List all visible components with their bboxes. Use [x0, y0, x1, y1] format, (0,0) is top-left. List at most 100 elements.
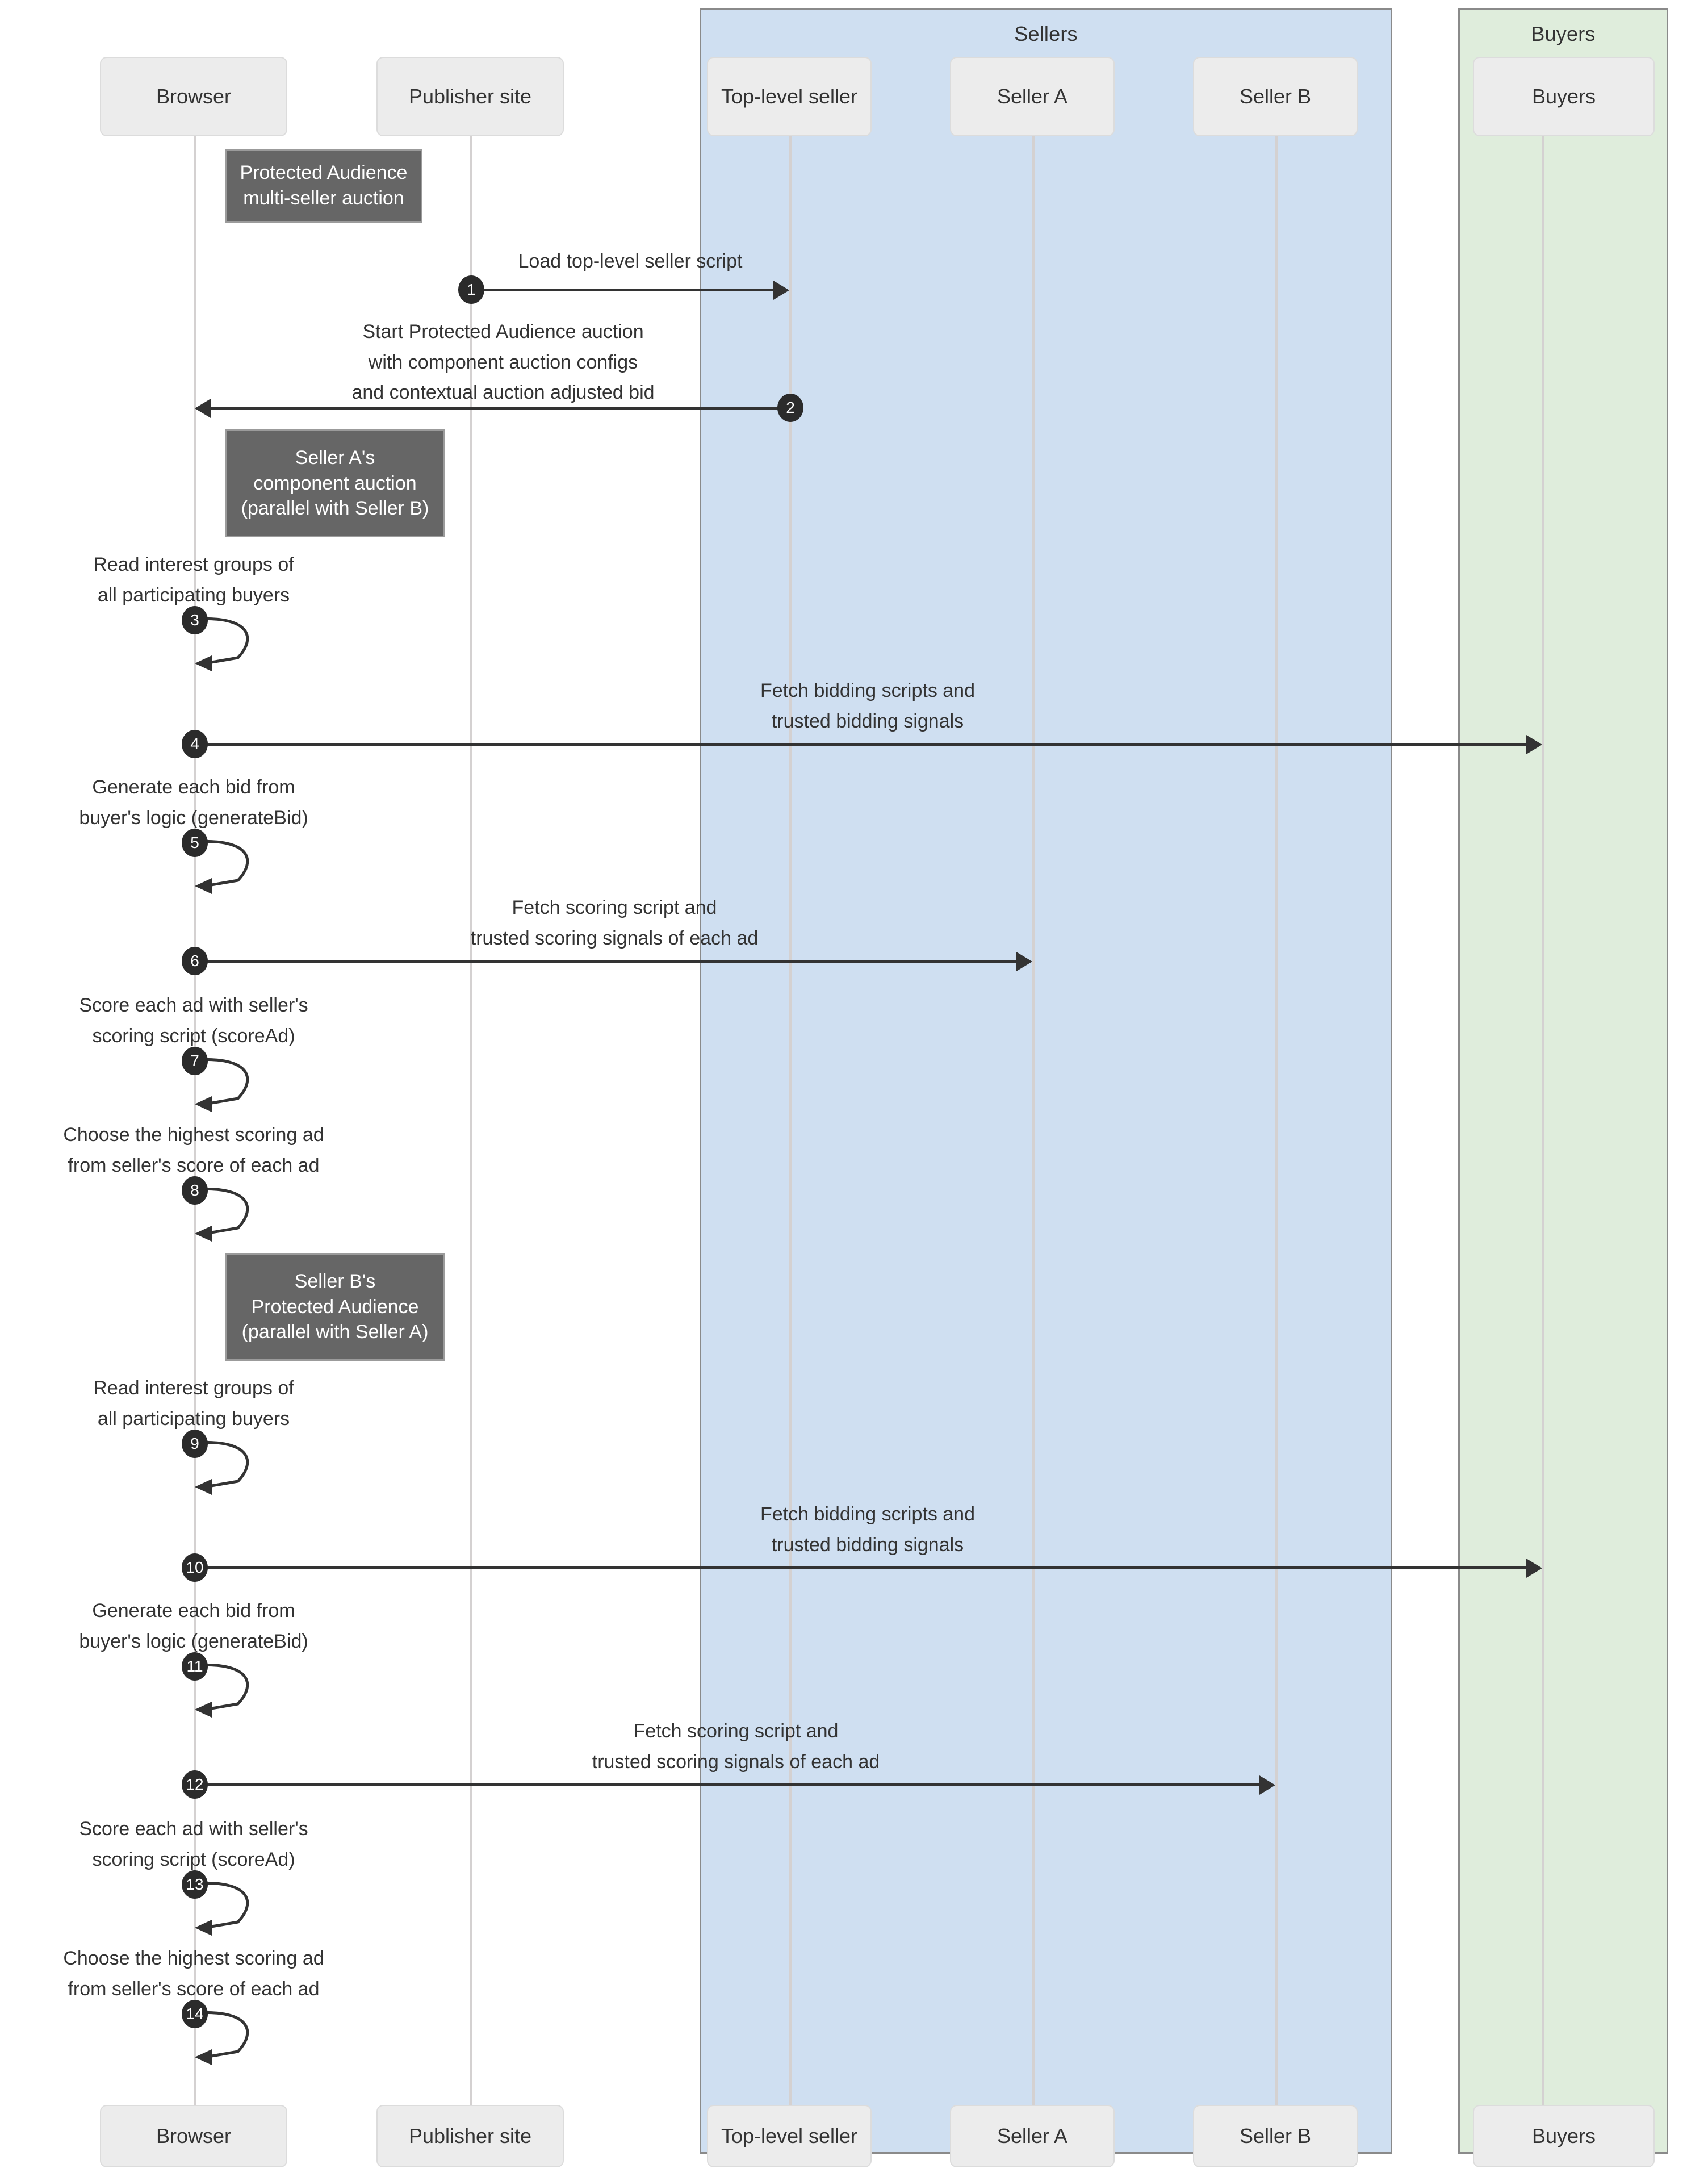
message-3-line-1: Read interest groups of	[93, 554, 294, 575]
group-buyers: Buyers	[1458, 8, 1668, 2154]
message-10-arrow-line	[195, 1566, 1526, 1569]
participant-sellerB-bottom[interactable]: Seller B	[1193, 2105, 1358, 2167]
message-13-label: Score each ad with seller's scoring scri…	[79, 1814, 308, 1875]
message-14-line-1: Choose the highest scoring ad	[63, 1948, 324, 1969]
lifeline-sellerB	[1275, 136, 1278, 2107]
message-11-line-2: buyer's logic (generateBid)	[79, 1630, 308, 1652]
lifeline-sellerA	[1032, 136, 1035, 2107]
message-4-arrow-line	[195, 743, 1526, 746]
message-2-line-2: with component auction configs	[368, 351, 638, 373]
participant-browser-top-label: Browser	[156, 85, 232, 108]
participant-sellerA-bottom-label: Seller A	[997, 2124, 1068, 2148]
message-14-seqnum: 14	[182, 2000, 208, 2028]
participant-toplevel-bottom-label: Top-level seller	[721, 2124, 858, 2148]
message-9-line-1: Read interest groups of	[93, 1377, 294, 1399]
lifeline-buyers	[1542, 136, 1544, 2107]
message-8-line-2: from seller's score of each ad	[68, 1154, 320, 1176]
message-4-line-2: trusted bidding signals	[771, 710, 964, 732]
participant-sellerB-top-label: Seller B	[1239, 85, 1312, 108]
message-6-line-2: trusted scoring signals of each ad	[470, 927, 759, 949]
lifeline-browser	[194, 136, 196, 2107]
note-multiseller-line-1: Protected Audience	[240, 162, 408, 184]
note-sellerB-line-3: (parallel with Seller A)	[241, 1321, 429, 1343]
message-10-seqnum: 10	[182, 1553, 208, 1582]
message-10-line-1: Fetch bidding scripts and	[760, 1503, 975, 1525]
message-12-arrow-head	[1259, 1775, 1275, 1795]
message-7-line-2: scoring script (scoreAd)	[92, 1025, 295, 1047]
note-sellerA-line-2: component auction	[253, 472, 417, 494]
message-9-selfloop	[194, 1437, 274, 1499]
message-1-label: Load top-level seller script	[518, 246, 743, 277]
lifeline-publisher	[470, 136, 472, 2107]
message-12-line-1: Fetch scoring script and	[633, 1720, 839, 1742]
message-7-line-1: Score each ad with seller's	[79, 995, 308, 1016]
message-5-line-2: buyer's logic (generateBid)	[79, 807, 308, 829]
participant-sellerA-bottom[interactable]: Seller A	[950, 2105, 1115, 2167]
message-1-arrow-line	[471, 289, 773, 291]
note-multiseller-auction: Protected Audience multi-seller auction	[225, 149, 422, 223]
message-12-seqnum: 12	[182, 1770, 208, 1799]
message-13-selfloop	[194, 1878, 274, 1940]
participant-toplevel-bottom[interactable]: Top-level seller	[707, 2105, 872, 2167]
message-3-selfloop	[194, 613, 274, 676]
message-8-seqnum: 8	[182, 1176, 208, 1205]
message-8-selfloop	[194, 1184, 274, 1246]
note-sellerB-line-2: Protected Audience	[251, 1296, 419, 1318]
participant-buyers-bottom-label: Buyers	[1531, 2124, 1596, 2148]
message-3-line-2: all participating buyers	[97, 584, 290, 606]
message-8-line-1: Choose the highest scoring ad	[63, 1124, 324, 1146]
participant-publisher-top-label: Publisher site	[408, 85, 532, 108]
message-5-label: Generate each bid from buyer's logic (ge…	[79, 772, 308, 833]
message-13-line-2: scoring script (scoreAd)	[92, 1848, 295, 1870]
message-14-label: Choose the highest scoring ad from selle…	[63, 1944, 324, 2004]
participant-publisher-top[interactable]: Publisher site	[376, 57, 564, 136]
note-sellerA-line-3: (parallel with Seller B)	[241, 498, 429, 520]
message-4-line-1: Fetch bidding scripts and	[760, 680, 975, 701]
message-6-arrow-line	[195, 960, 1016, 963]
participant-buyers-top-label: Buyers	[1531, 85, 1596, 108]
message-10-line-2: trusted bidding signals	[771, 1534, 964, 1556]
participant-browser-top[interactable]: Browser	[100, 57, 287, 136]
message-6-arrow-head	[1016, 952, 1032, 971]
participant-sellerB-bottom-label: Seller B	[1239, 2124, 1312, 2148]
message-2-seqnum: 2	[777, 394, 803, 422]
message-7-label: Score each ad with seller's scoring scri…	[79, 991, 308, 1051]
participant-publisher-bottom[interactable]: Publisher site	[376, 2105, 564, 2167]
message-5-selfloop	[194, 836, 274, 899]
message-11-label: Generate each bid from buyer's logic (ge…	[79, 1596, 308, 1657]
message-2-arrow-head	[195, 399, 211, 418]
participant-publisher-bottom-label: Publisher site	[408, 2124, 532, 2148]
lifeline-toplevel	[789, 136, 792, 2107]
message-2-label: Start Protected Audience auction with co…	[351, 317, 654, 408]
participant-sellerA-top[interactable]: Seller A	[950, 57, 1115, 136]
message-3-label: Read interest groups of all participatin…	[93, 550, 294, 611]
message-2-line-3: and contextual auction adjusted bid	[351, 382, 655, 404]
participant-buyers-top[interactable]: Buyers	[1473, 57, 1655, 136]
participant-toplevel-top[interactable]: Top-level seller	[707, 57, 872, 136]
participant-buyers-bottom[interactable]: Buyers	[1473, 2105, 1655, 2167]
participant-browser-bottom[interactable]: Browser	[100, 2105, 287, 2167]
message-14-selfloop	[194, 2007, 274, 2070]
message-7-selfloop	[194, 1054, 274, 1117]
group-buyers-label: Buyers	[1531, 22, 1596, 45]
message-2-line-1: Start Protected Audience auction	[362, 321, 644, 342]
message-5-line-1: Generate each bid from	[92, 776, 295, 798]
message-12-label: Fetch scoring script and trusted scoring…	[592, 1716, 880, 1777]
note-sellerB-line-1: Seller B's	[294, 1270, 376, 1292]
group-sellers-label: Sellers	[1014, 22, 1078, 45]
message-11-selfloop	[194, 1660, 274, 1722]
message-14-line-2: from seller's score of each ad	[68, 1978, 320, 2000]
message-6-label: Fetch scoring script and trusted scoring…	[471, 893, 759, 954]
message-9-seqnum: 9	[182, 1430, 208, 1458]
message-2-arrow-line	[211, 407, 790, 410]
message-4-seqnum: 4	[182, 730, 208, 758]
message-10-arrow-head	[1526, 1559, 1542, 1578]
message-11-seqnum: 11	[182, 1652, 208, 1681]
message-12-arrow-line	[195, 1783, 1259, 1786]
participant-sellerB-top[interactable]: Seller B	[1193, 57, 1358, 136]
message-12-line-2: trusted scoring signals of each ad	[592, 1750, 880, 1773]
message-4-arrow-head	[1526, 735, 1542, 754]
note-sellerA-component-auction: Seller A's component auction (parallel w…	[225, 429, 445, 537]
message-9-label: Read interest groups of all participatin…	[93, 1373, 294, 1434]
